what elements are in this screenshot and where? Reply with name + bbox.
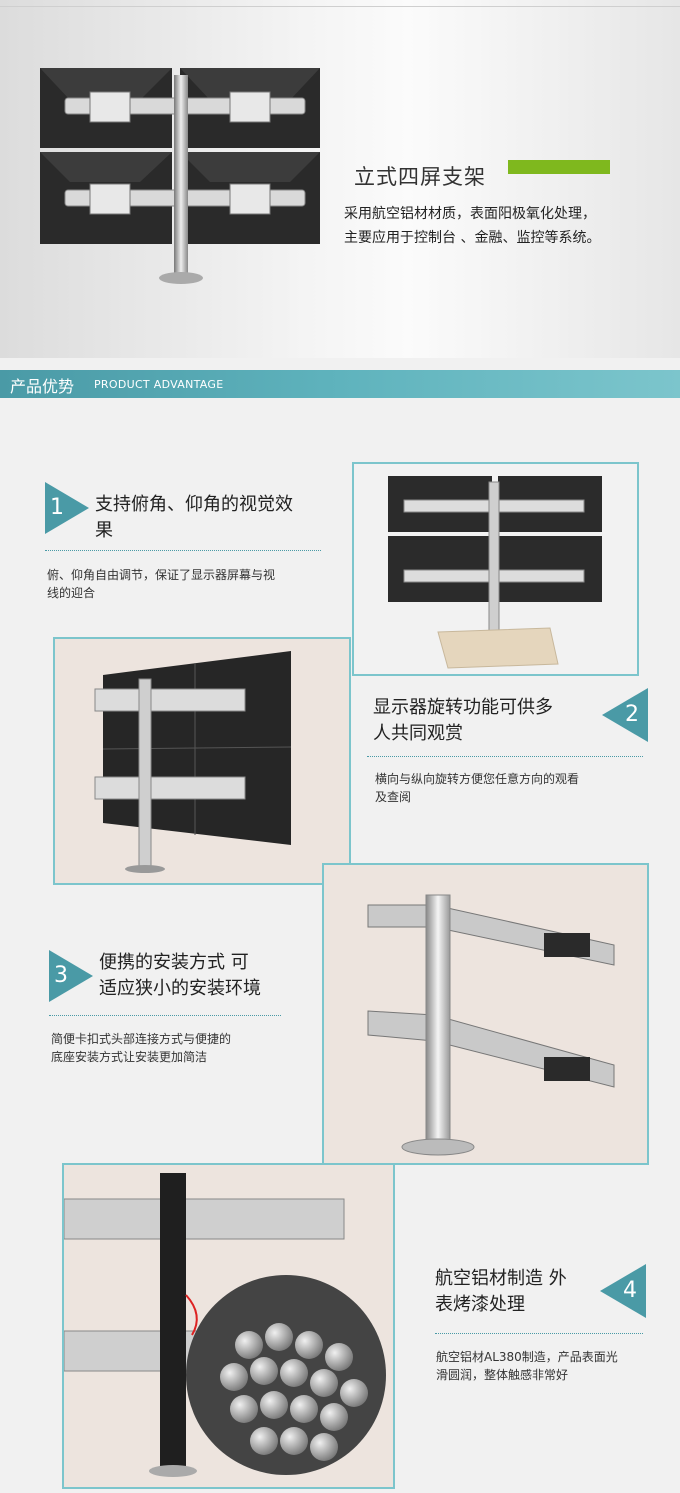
feature-divider: [49, 1015, 281, 1016]
feature-divider: [367, 756, 643, 757]
feature-desc-line: 底座安装方式让安装更加简洁: [51, 1050, 208, 1064]
number-badge-icon: [49, 950, 93, 1002]
feature-desc-line: 线的迎合: [47, 586, 96, 600]
hero-desc-line: 主要应用于控制台 、金融、监控等系统。: [344, 230, 601, 246]
feature-number: 2: [625, 702, 639, 727]
feature-description: 简便卡扣式头部连接方式与便捷的 底座安装方式让安装更加简洁: [51, 1030, 291, 1066]
feature-description: 俯、仰角自由调节，保证了显示器屏幕与视 线的迎合: [47, 566, 327, 602]
feature-divider: [45, 550, 321, 551]
feature-4-image: [62, 1163, 395, 1489]
feature-title: 显示器旋转功能可供多 人共同观赏: [373, 695, 603, 747]
feature-number: 1: [50, 495, 64, 520]
quad-monitor-stand-image: [40, 68, 320, 284]
feature-1-image: [352, 462, 639, 676]
feature-number: 3: [54, 963, 68, 988]
feature-title: 便携的安装方式 可 适应狭小的安装环境: [99, 950, 319, 1002]
feature-title-line: 适应狭小的安装环境: [99, 978, 261, 999]
feature-title-line: 便携的安装方式 可: [99, 952, 249, 973]
feature-title-line: 航空铝材制造 外: [435, 1268, 567, 1289]
feature-description: 横向与纵向旋转方便您任意方向的观看 及查阅: [375, 770, 635, 806]
feature-2-image: [53, 637, 351, 885]
feature-3-image: [322, 863, 649, 1165]
feature-desc-line: 横向与纵向旋转方便您任意方向的观看: [375, 772, 580, 786]
hero-description: 采用航空铝材材质，表面阳极氧化处理， 主要应用于控制台 、金融、监控等系统。: [344, 202, 664, 250]
feature-desc-line: 简便卡扣式头部连接方式与便捷的: [51, 1032, 232, 1046]
feature-title-line: 表烤漆处理: [435, 1294, 525, 1315]
number-badge-icon: [600, 1264, 646, 1318]
feature-desc-line: 及查阅: [375, 790, 412, 804]
feature-title-line: 人共同观赏: [373, 723, 463, 744]
feature-title: 支持俯角、仰角的视觉效 果: [95, 492, 335, 544]
feature-title-line: 支持俯角、仰角的视觉效: [95, 494, 293, 515]
feature-desc-line: 航空铝材AL380制造，产品表面光: [436, 1350, 618, 1364]
banner-title-en: PRODUCT ADVANTAGE: [94, 378, 224, 391]
feature-title: 航空铝材制造 外 表烤漆处理: [435, 1266, 615, 1318]
feature-desc-line: 滑圆润，整体触感非常好: [436, 1368, 569, 1382]
hero-accent-bar: [508, 160, 610, 174]
feature-desc-line: 俯、仰角自由调节，保证了显示器屏幕与视: [47, 568, 276, 582]
hero-section: 立式四屏支架 采用航空铝材材质，表面阳极氧化处理， 主要应用于控制台 、金融、监…: [0, 0, 680, 358]
hero-top-divider: [0, 6, 680, 7]
feature-number: 4: [623, 1278, 637, 1303]
hero-title: 立式四屏支架: [354, 165, 486, 189]
feature-title-line: 果: [95, 520, 113, 541]
feature-title-line: 显示器旋转功能可供多: [373, 697, 553, 718]
feature-description: 航空铝材AL380制造，产品表面光 滑圆润，整体触感非常好: [436, 1348, 656, 1384]
feature-divider: [435, 1333, 643, 1334]
hero-desc-line: 采用航空铝材材质，表面阳极氧化处理，: [344, 206, 596, 222]
number-badge-icon: [602, 688, 648, 742]
number-badge-icon: [45, 482, 89, 534]
section-banner: 产品优势 PRODUCT ADVANTAGE: [0, 370, 680, 398]
banner-title-cn: 产品优势: [10, 377, 75, 396]
